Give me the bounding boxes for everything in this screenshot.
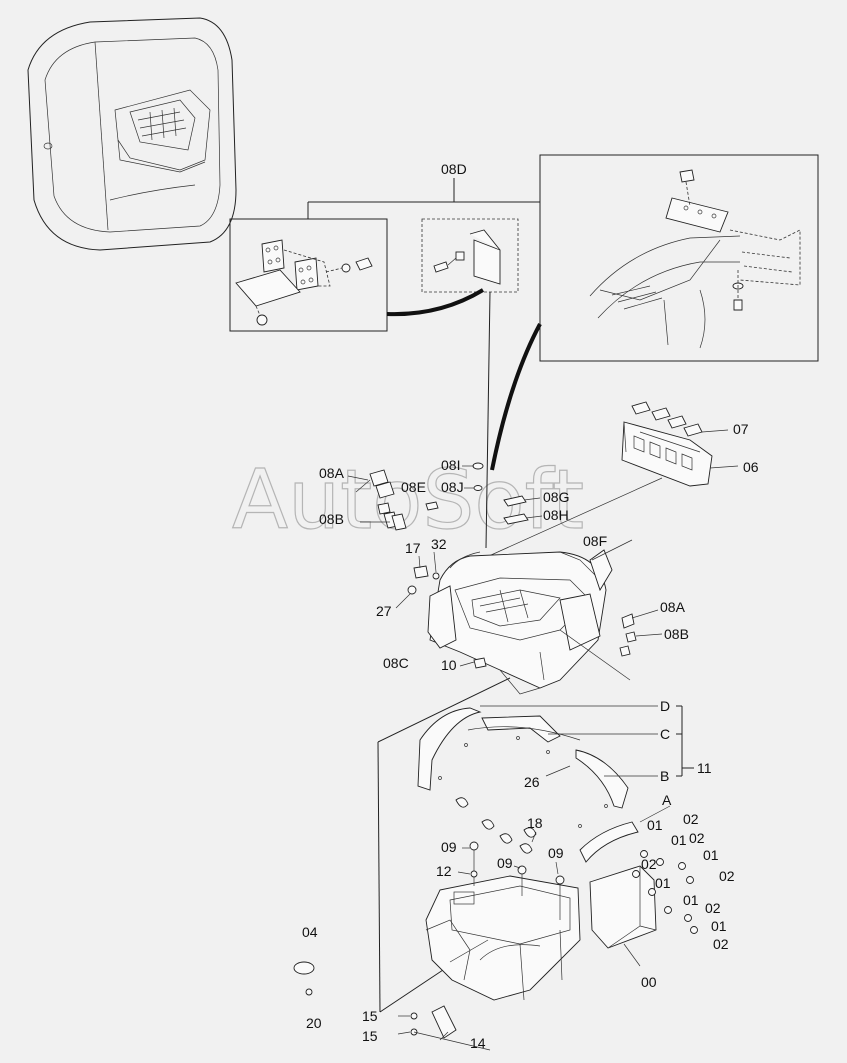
label-08F: 08F [583, 533, 607, 549]
hinge-plates-drawing [235, 239, 373, 326]
label-02-c: 02 [641, 856, 657, 872]
label-20: 20 [306, 1015, 322, 1031]
connector-curve-right [490, 323, 542, 471]
label-01-b: 01 [671, 832, 687, 848]
label-08B-top: 08B [319, 511, 344, 527]
label-01-a: 01 [647, 817, 663, 833]
label-00: 00 [641, 974, 657, 990]
label-32: 32 [431, 536, 447, 552]
label-08C: 08C [383, 655, 409, 671]
label-08E: 08E [401, 479, 426, 495]
label-04: 04 [302, 924, 318, 940]
label-10: 10 [441, 657, 457, 673]
label-09-middle: 09 [497, 855, 513, 871]
label-02-e: 02 [705, 900, 721, 916]
detail-08D-label: 08D [441, 161, 467, 177]
bracket-11-lines [480, 705, 694, 777]
label-01-e: 01 [683, 892, 699, 908]
label-08I: 08I [441, 457, 460, 473]
detail-box-middle [421, 218, 519, 293]
label-17: 17 [405, 540, 421, 556]
label-02-a: 02 [683, 811, 699, 827]
cover-assembly-drawing [293, 677, 639, 1051]
label-08B-right: 08B [664, 626, 689, 642]
label-08G: 08G [543, 489, 569, 505]
detail-box-right [539, 154, 819, 362]
leader-lines [347, 465, 671, 1041]
label-B: B [660, 768, 669, 784]
label-A: A [662, 792, 672, 808]
label-02-b: 02 [689, 830, 705, 846]
label-06: 06 [743, 459, 759, 475]
console-corner-drawing [589, 169, 801, 349]
label-27: 27 [376, 603, 392, 619]
label-18: 18 [527, 815, 543, 831]
label-11: 11 [697, 760, 712, 776]
label-26: 26 [524, 774, 540, 790]
label-09-right: 09 [548, 845, 564, 861]
console-assembly-drawing [355, 462, 637, 695]
label-01-c: 01 [703, 847, 719, 863]
cab-overview-drawing [27, 17, 237, 251]
label-12: 12 [436, 863, 452, 879]
clip-bracket-drawing [433, 229, 501, 285]
detail-box-left [229, 218, 388, 332]
label-14: 14 [470, 1035, 486, 1051]
label-01-d: 01 [655, 875, 671, 891]
switch-panel-drawing [479, 401, 739, 561]
detail-08D-group: 08D [229, 154, 819, 549]
watermark: AutoSoft [232, 453, 584, 548]
label-15-bottom: 15 [362, 1028, 378, 1044]
label-02-f: 02 [713, 936, 729, 952]
part-labels: 08A 08B 08E 08I 08J 08G 08H 08F 07 06 17… [302, 421, 759, 1051]
label-01-f: 01 [711, 918, 727, 934]
label-08A-right: 08A [660, 599, 686, 615]
label-15-top: 15 [362, 1008, 378, 1024]
label-D: D [660, 698, 670, 714]
label-08J: 08J [441, 479, 464, 495]
label-08H: 08H [543, 507, 569, 523]
label-08A-top: 08A [319, 465, 345, 481]
label-C: C [660, 726, 670, 742]
label-02-d: 02 [719, 868, 735, 884]
cover-00-drawing [589, 850, 698, 967]
label-07: 07 [733, 421, 749, 437]
label-09-left: 09 [441, 839, 457, 855]
connector-curve-left [386, 288, 485, 317]
